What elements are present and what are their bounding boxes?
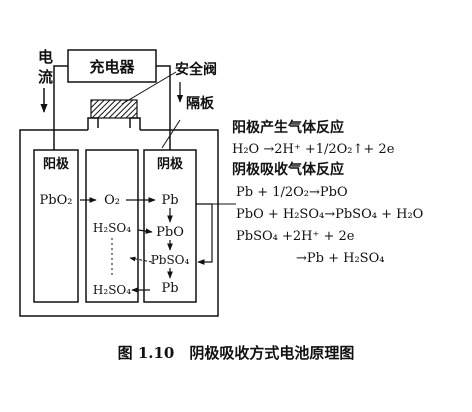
safety-valve: [90, 99, 138, 119]
figure-caption: 图 1.10 阴极吸收方式电池原理图: [118, 344, 355, 362]
charger-label: 充电器: [89, 58, 135, 76]
cathode-reaction-eq4: →Pb + H₂SO₄: [296, 251, 384, 266]
current-label-2: 流: [38, 68, 53, 86]
anode-plate: [33, 149, 79, 303]
cycle-line-right: [196, 203, 213, 265]
wire-right: [156, 65, 171, 150]
cathode-pbso4: PbSO₄: [151, 253, 190, 267]
arrow-h2so4-to-pbo: [137, 228, 153, 234]
valve-right-wall: [129, 117, 141, 130]
middle-o2: O₂: [104, 193, 120, 208]
separator-leader: [161, 119, 181, 149]
anode-pbo2: PbO₂: [40, 193, 73, 208]
cathode-label: 阴极: [157, 156, 184, 172]
arrow-h2o-out: [129, 256, 153, 263]
anode-reaction-title: 阳极产生气体反应: [232, 119, 344, 136]
cathode-pb-bottom: Pb: [161, 281, 178, 296]
wire-left: [53, 65, 68, 162]
middle-h2so4-top: H₂SO₄: [93, 221, 131, 235]
anode-reaction-eq: H₂O →2H⁺ +1/2O₂↑+ 2e: [232, 142, 395, 157]
valve-left-wall: [87, 117, 99, 130]
cathode-pbo: PbO: [156, 225, 184, 240]
cathode-reaction-title: 阴极吸收气体反应: [232, 161, 344, 178]
cathode-reaction-eq2: PbO + H₂SO₄→PbSO₄ + H₂O: [236, 207, 423, 222]
separator-region: [85, 149, 139, 303]
valve-leader: [121, 71, 177, 105]
cathode-reaction-eq1: Pb + 1/2O₂→PbO: [236, 185, 348, 200]
middle-h2so4-bottom: H₂SO₄: [93, 283, 131, 297]
cathode-pb-top: Pb: [161, 193, 178, 208]
anode-label: 阳极: [43, 156, 70, 172]
battery-case: [19, 129, 219, 317]
current-label-1: 电: [38, 48, 53, 66]
safety-valve-label: 安全阀: [175, 61, 217, 78]
separator-label: 隔板: [186, 95, 215, 112]
cathode-reaction-eq3: PbSO₄ +2H⁺ + 2e: [236, 229, 355, 244]
